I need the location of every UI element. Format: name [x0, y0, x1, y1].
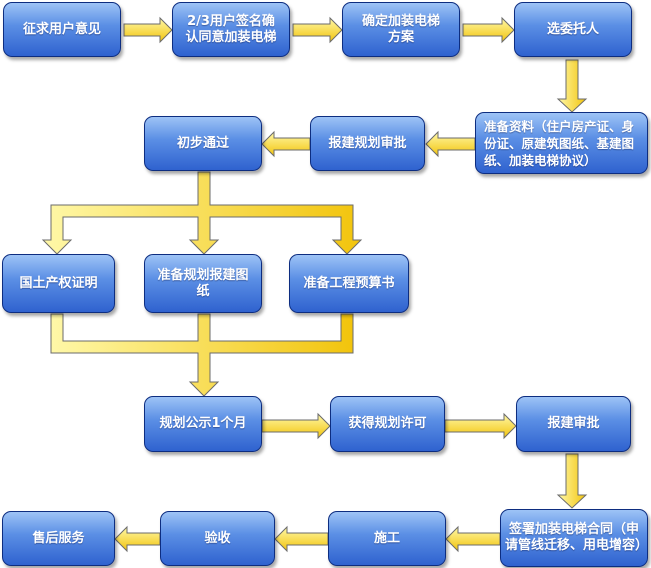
arrow-s16-to-s17 — [114, 525, 161, 553]
step-label: 选委托人 — [546, 21, 599, 37]
step-prepare-budget: 准备工程预算书 — [289, 254, 409, 313]
step-label: 准备工程预算书 — [303, 275, 395, 291]
arrow-s15-to-s16 — [274, 525, 329, 553]
arrow-s6-to-s7 — [261, 130, 311, 158]
arrow-s7-branch — [41, 171, 363, 255]
step-two-thirds-consent: 2/3用户签名确认同意加装电梯 — [172, 2, 290, 57]
step-sign-contract: 签署加装电梯合同（申请管线迁移、用电增容） — [500, 509, 648, 567]
arrow-s12-to-s13 — [444, 412, 517, 440]
step-label: 售后服务 — [32, 530, 85, 546]
step-initial-approval: 初步通过 — [144, 116, 262, 171]
arrow-s11-to-s12 — [261, 412, 331, 440]
step-construction: 施工 — [328, 511, 446, 566]
step-obtain-permit: 获得规划许可 — [330, 396, 445, 452]
step-select-trustee: 选委托人 — [514, 2, 632, 57]
arrow-s1-to-s2 — [123, 16, 173, 44]
step-label: 验收 — [204, 530, 231, 546]
step-prepare-documents: 准备资料（住户房产证、身份证、原建筑图纸、基建图纸、加装电梯协议） — [475, 112, 648, 174]
step-label: 2/3用户签名确认同意加装电梯 — [185, 13, 277, 45]
step-label: 报建审批 — [547, 416, 600, 431]
arrow-s4-to-s5 — [556, 59, 588, 113]
arrow-s5-to-s6 — [425, 130, 476, 158]
step-label: 准备资料（住户房产证、身份证、原建筑图纸、基建图纸、加装电梯协议） — [484, 118, 635, 168]
step-after-sales: 售后服务 — [2, 511, 115, 566]
arrow-merge-to-s11 — [50, 313, 354, 397]
step-acceptance: 验收 — [160, 511, 275, 566]
arrow-s2-to-s3 — [292, 16, 343, 44]
step-label: 初步通过 — [176, 135, 229, 151]
step-planning-approval: 报建规划审批 — [310, 116, 425, 171]
step-confirm-plan: 确定加装电梯方案 — [342, 2, 460, 57]
step-label: 施工 — [373, 530, 400, 546]
step-collect-opinions: 征求用户意见 — [3, 2, 121, 57]
arrow-s13-to-s14 — [556, 453, 588, 509]
step-label: 准备规划报建图纸 — [157, 267, 249, 299]
step-label: 确定加装电梯方案 — [361, 13, 440, 45]
step-label: 国土产权证明 — [19, 275, 98, 291]
arrow-s3-to-s4 — [462, 16, 515, 44]
arrow-s14-to-s15 — [445, 525, 501, 553]
step-label: 获得规划许可 — [348, 416, 427, 431]
step-prepare-planning-drawings: 准备规划报建图纸 — [144, 254, 262, 313]
step-label: 报建规划审批 — [328, 135, 407, 151]
step-land-title-proof: 国土产权证明 — [2, 254, 115, 313]
step-label: 征求用户意见 — [22, 21, 101, 37]
step-construction-approval: 报建审批 — [516, 396, 631, 452]
step-label: 签署加装电梯合同（申请管线迁移、用电增容） — [505, 522, 649, 553]
step-label: 规划公示1个月 — [159, 416, 247, 431]
step-planning-publicity: 规划公示1个月 — [144, 396, 262, 452]
